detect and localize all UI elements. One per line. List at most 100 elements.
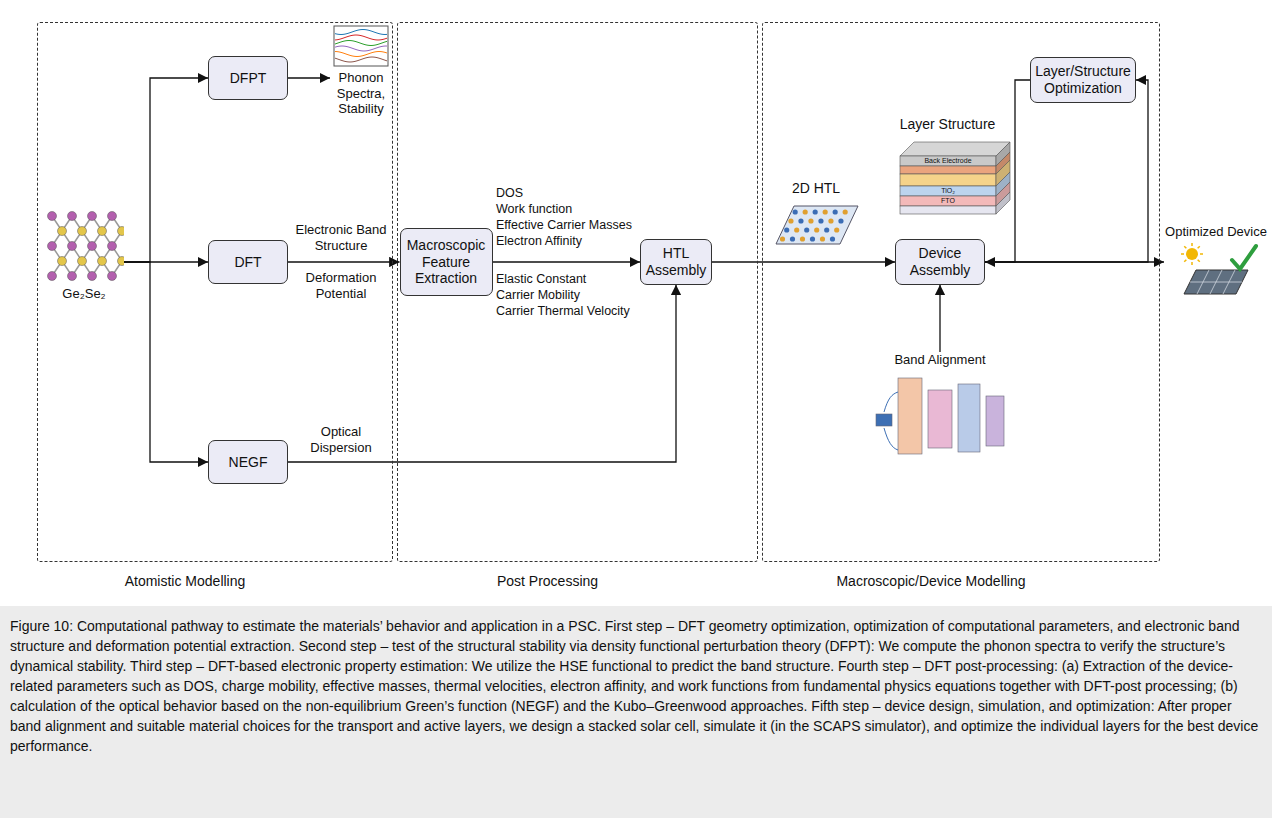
free-label: Effective Carrier Masses: [496, 218, 638, 233]
illustration-part: [48, 212, 125, 281]
illustration-part: [334, 26, 388, 66]
atom-dot: [48, 272, 57, 281]
sun-ray: [1184, 246, 1186, 248]
htl-atom: [780, 236, 785, 241]
connector-arrow: [939, 285, 940, 352]
connector-arrow: [985, 80, 1148, 262]
solar-panel: [1184, 270, 1248, 294]
htl-atom: [830, 236, 835, 241]
node-label: DFPT: [213, 70, 283, 87]
device-layer: [900, 166, 996, 174]
free-label: Deformation Potential: [294, 270, 388, 301]
htl-atom: [833, 209, 838, 214]
figure-caption: Figure 10: Computational pathway to esti…: [10, 616, 1260, 756]
free-label: Back Electrode: [900, 157, 996, 165]
node-label: Phonon Spectra, Stability: [330, 70, 392, 117]
sun-icon: [1186, 248, 1198, 260]
band-bar: [928, 390, 952, 448]
sun-ray: [1191, 262, 1193, 265]
process-box: Macroscopic Feature Extraction: [400, 228, 493, 296]
atom-dot: [58, 257, 67, 266]
htl-atom: [828, 218, 833, 223]
edge-label: Electronic Band Structure: [294, 222, 388, 253]
htl-atom: [834, 227, 839, 232]
node-label: Ge₂Se₂: [44, 286, 124, 302]
connector-arrow: [288, 261, 400, 262]
free-label: Electron Affinity: [496, 234, 638, 249]
atom-dot: [108, 212, 117, 221]
caption-panel: Figure 10: Computational pathway to esti…: [0, 606, 1272, 818]
atom-dot: [78, 227, 87, 236]
atom-dot: [88, 242, 97, 251]
illustration-part: [1181, 243, 1256, 294]
sun-ray: [1198, 246, 1200, 248]
band-bar: [876, 414, 892, 426]
slab-top: [900, 142, 1010, 156]
htl-atom: [820, 236, 825, 241]
illustration-part: [876, 378, 1004, 454]
device-layer: [900, 156, 996, 166]
node-figure: [44, 208, 124, 286]
node-figure: [1164, 240, 1268, 298]
device-layer: [900, 196, 996, 206]
atom-dot: [118, 257, 125, 266]
panel-grid: [1190, 281, 1242, 282]
node-label: Atomistic Modelling: [8, 573, 362, 589]
atom-dot: [108, 242, 117, 251]
atom-dot: [58, 227, 67, 236]
phonon-branch: [335, 30, 387, 35]
process-box: NEGF: [208, 440, 288, 484]
sun-ray: [1198, 259, 1200, 261]
band-alignment-node: Band Alignment: [870, 352, 1010, 492]
process-box: Layer/Structure Optimization: [1030, 57, 1136, 103]
atom-dot: [78, 257, 87, 266]
box-content: HTL Assembly: [645, 245, 707, 279]
layer-stack-figure: [900, 142, 1010, 214]
device-layer: [900, 206, 996, 214]
plot-frame: [334, 26, 388, 66]
node-label: Post Processing: [368, 573, 727, 589]
box-content: DFPT: [213, 70, 283, 87]
box-content: Macroscopic Feature Extraction: [405, 237, 488, 287]
htl-atom: [788, 218, 793, 223]
atom-dot: [68, 212, 77, 221]
device-layer: [900, 186, 996, 196]
atom-dot: [88, 272, 97, 281]
process-box: HTL Assembly: [640, 239, 712, 285]
node-figure: [330, 24, 392, 70]
result-node: Phonon Spectra, Stability: [330, 24, 392, 130]
node-label: DFT: [213, 254, 283, 271]
htl-atom: [803, 209, 808, 214]
htl-atom: [800, 236, 805, 241]
process-box: DFPT: [208, 56, 288, 100]
device-layer: [900, 174, 996, 186]
atom-dot: [68, 242, 77, 251]
free-label: Carrier Mobility: [496, 288, 638, 303]
transfer-arrow: [884, 392, 898, 412]
node-label: Layer/Structure Optimization: [1035, 63, 1131, 97]
atom-dot: [98, 257, 107, 266]
free-label: Elastic Constant: [496, 272, 638, 287]
free-label: FTO: [900, 197, 996, 205]
free-label: Work function: [496, 202, 638, 217]
sun-ray: [1200, 253, 1203, 255]
process-box: Device Assembly: [895, 239, 985, 285]
htl-atom: [813, 209, 818, 214]
sun-ray: [1181, 253, 1184, 255]
htl-atom: [810, 236, 815, 241]
node-label: HTL Assembly: [645, 245, 707, 279]
node-label: Optimized Device: [1164, 224, 1268, 240]
htl-atom: [794, 227, 799, 232]
htl-atom: [808, 218, 813, 223]
node-label: Device Assembly: [900, 245, 980, 279]
edge-label: Optical Dispersion: [294, 424, 388, 455]
atom-dot: [48, 242, 57, 251]
htl-atom: [814, 227, 819, 232]
phonon-branch: [335, 57, 387, 62]
connector-arrow: [288, 285, 676, 462]
htl-atom: [804, 227, 809, 232]
region-panel: Layer/Structure OptimizationDevice Assem…: [762, 22, 1160, 562]
connector-arrow: [985, 80, 1030, 262]
phonon-branch: [335, 52, 387, 57]
